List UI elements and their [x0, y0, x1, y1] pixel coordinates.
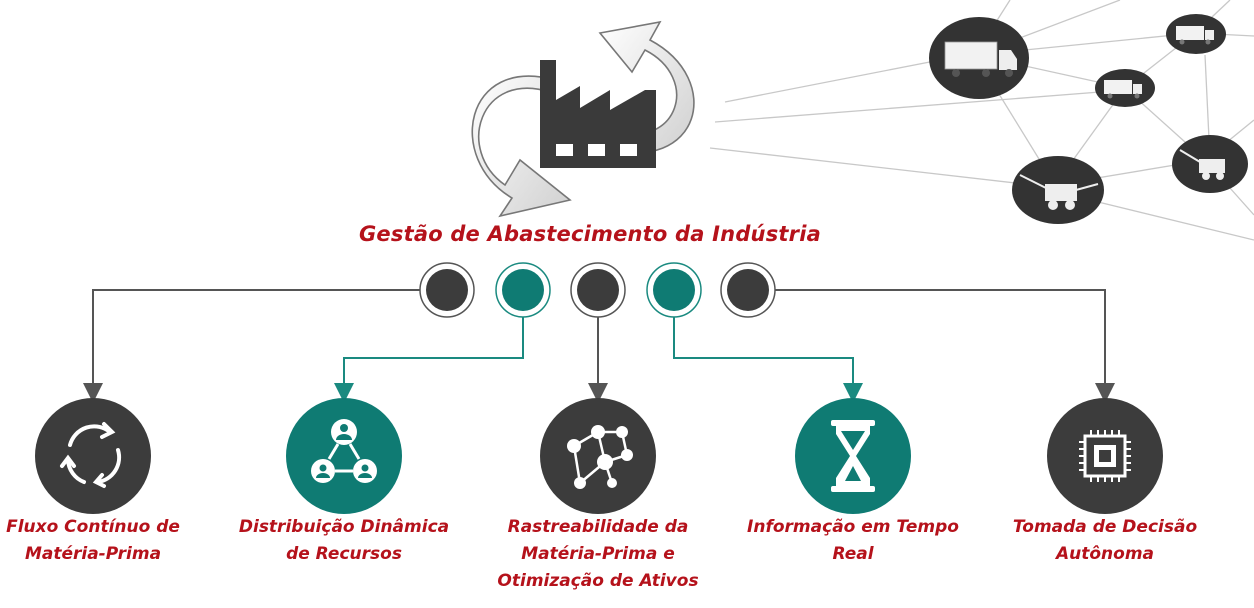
item-circle-5	[1047, 398, 1163, 514]
cycle-arrows-icon	[60, 422, 122, 488]
node-network-icon	[567, 425, 633, 489]
item-label-3: Rastreabilidade da Matéria-Prima e Otimi…	[497, 517, 699, 591]
harvester-icon	[1179, 149, 1225, 180]
factory-with-cycle-arrows-icon	[471, 20, 695, 218]
item-circle-1	[35, 398, 151, 514]
harvester-icon	[1019, 174, 1099, 210]
network-node-large-truck	[929, 17, 1029, 99]
hourglass-icon	[831, 420, 875, 492]
item-circle-3	[540, 398, 656, 514]
item-label-5: Tomada de Decisão Autônoma	[1012, 517, 1198, 564]
truck-icon	[1104, 80, 1142, 99]
chip-icon	[1079, 430, 1131, 482]
connectors	[83, 289, 1115, 403]
item-circle-2	[286, 398, 402, 514]
item-label-2: Distribuição Dinâmica de Recursos	[238, 517, 450, 564]
truck-icon	[1176, 26, 1214, 45]
network-node-harvester-large	[1012, 156, 1104, 224]
selector-dots	[419, 262, 776, 318]
selector-dot-3	[570, 262, 626, 318]
truck-icon	[944, 41, 1017, 77]
network-node-harvester-small	[1172, 135, 1248, 193]
selector-dot-4	[646, 262, 702, 318]
people-network-icon	[311, 419, 377, 483]
network-node-truck-top	[1166, 14, 1226, 54]
selector-dot-2	[495, 262, 551, 318]
network-node-truck-middle	[1095, 69, 1155, 107]
item-label-4: Informação em Tempo Real	[747, 517, 959, 564]
diagram-title: Gestão de Abastecimento da Indústria	[359, 222, 821, 246]
item-circle-4	[795, 398, 911, 514]
item-label-1: Fluxo Contínuo de Matéria-Prima	[6, 517, 180, 564]
selector-dot-1	[419, 262, 475, 318]
selector-dot-5	[720, 262, 776, 318]
